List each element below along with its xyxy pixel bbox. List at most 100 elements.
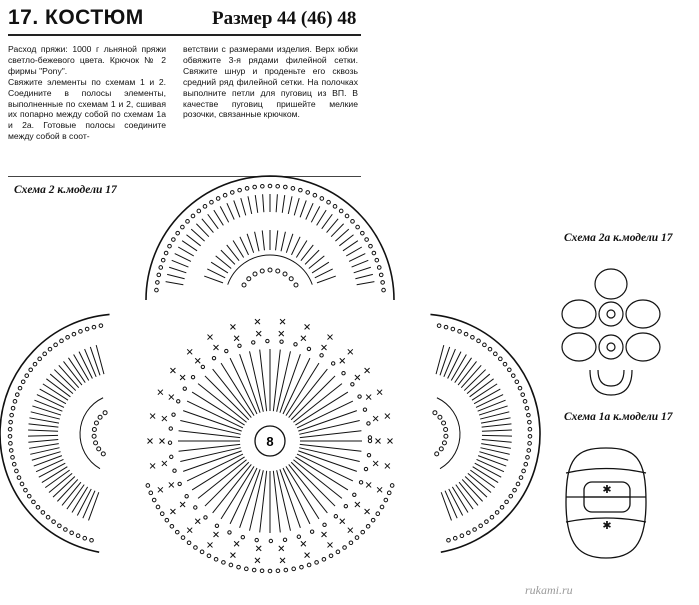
right-lobe-core-dot xyxy=(434,451,440,457)
left-lobe-stitch xyxy=(52,476,76,498)
top-lobe-chain-dot xyxy=(374,257,380,263)
bottom-chain-dot xyxy=(169,523,175,529)
center-outer-single-crochet xyxy=(149,463,156,469)
right-lobe-stitch xyxy=(447,351,462,379)
left-lobe-stitch xyxy=(42,383,69,401)
left-lobe-stitch xyxy=(28,439,59,443)
finishing-paragraph: ветствии с размерами изделия. Верх юбки … xyxy=(183,44,358,120)
center-stitch xyxy=(182,410,242,432)
left-lobe-stitch xyxy=(82,490,96,519)
center-outer-single-crochet xyxy=(364,508,370,515)
bottom-chain-dot xyxy=(159,511,165,516)
top-lobe-chain-dot xyxy=(312,192,318,198)
flower-dot-upper xyxy=(606,309,616,319)
right-lobe-chain-dot xyxy=(512,487,517,493)
right-lobe-chain-dot xyxy=(443,324,449,330)
center-stitch xyxy=(290,375,336,421)
top-lobe-chain-dot xyxy=(185,219,190,224)
center-outer-single-crochet xyxy=(230,324,236,330)
center-ring-dot xyxy=(366,421,371,426)
star-icon-upper: ✱ xyxy=(602,483,611,496)
left-lobe-stitch xyxy=(29,443,59,449)
left-lobe-stitch xyxy=(35,458,64,473)
top-lobe-chain-dot xyxy=(215,196,221,201)
left-lobe-chain-dot xyxy=(59,338,64,344)
center-outer-single-crochet xyxy=(279,557,286,564)
top-lobe-stitch xyxy=(299,200,307,218)
top-lobe-inner-stitch xyxy=(275,230,279,251)
left-lobe-chain-dot xyxy=(84,326,90,332)
scheme-2a-diagram xyxy=(561,268,661,396)
center-ring-dot xyxy=(330,361,336,366)
center-ring-dot xyxy=(362,407,368,412)
top-lobe-stitch xyxy=(201,218,214,233)
right-lobe-core-dot xyxy=(438,446,444,452)
center-stitch xyxy=(197,459,247,499)
top-lobe-inner-stitch xyxy=(254,231,260,252)
bottom-chain-dot xyxy=(251,567,257,573)
center-stitch xyxy=(220,466,255,520)
right-lobe-chain-dot xyxy=(526,412,531,418)
right-lobe-chain-dot xyxy=(524,405,530,411)
center-stitch xyxy=(295,391,349,426)
top-lobe-chain-dot xyxy=(283,184,288,190)
center-single-crochet xyxy=(168,482,175,488)
top-lobe-chain-dot xyxy=(290,186,296,191)
top-lobe-inner-stitch xyxy=(291,236,301,256)
bottom-chain-dot xyxy=(186,540,192,546)
center-stitch xyxy=(299,420,360,435)
right-lobe-chain-dot xyxy=(522,399,528,404)
bottom-chain-dot xyxy=(228,562,234,568)
top-lobe-chain-dot xyxy=(222,192,228,198)
right-lobe-stitch xyxy=(450,354,467,381)
right-lobe-chain-dot xyxy=(510,373,516,378)
instructions-column-2: ветствии с размерами изделия. Верх юбки … xyxy=(183,44,358,120)
scheme-2-diagram xyxy=(0,175,541,574)
right-lobe-stitch xyxy=(454,357,472,383)
flower-petal-right-lower xyxy=(625,332,661,362)
center-outer-single-crochet xyxy=(186,348,193,355)
right-lobe-chain-dot xyxy=(527,433,533,439)
right-lobe-core-dot xyxy=(441,420,447,426)
right-lobe-chain-dot xyxy=(523,461,529,467)
top-lobe-chain-dot xyxy=(368,243,373,249)
right-lobe-core-dot xyxy=(443,426,449,432)
bottom-chain-dot xyxy=(370,517,376,523)
center-stitch xyxy=(285,466,320,520)
center-outer-single-crochet xyxy=(347,348,354,355)
flower-tail-inner xyxy=(597,369,625,387)
top-lobe-stitch xyxy=(190,228,205,242)
left-lobe-chain-dot xyxy=(20,379,26,385)
center-outer-single-crochet xyxy=(207,334,213,340)
center-single-crochet xyxy=(372,460,379,467)
center-stitch xyxy=(296,453,354,482)
center-stitch xyxy=(178,430,241,439)
right-lobe-stitch xyxy=(461,479,483,502)
right-lobe-stitch xyxy=(475,394,504,408)
center-stitch xyxy=(299,447,360,462)
center-stitch xyxy=(295,456,349,491)
top-lobe-chain-dot xyxy=(305,190,311,195)
center-single-crochet xyxy=(161,460,168,467)
center-outer-single-crochet xyxy=(279,318,286,325)
top-lobe-chain-dot xyxy=(260,183,265,189)
right-lobe-core-dot xyxy=(443,433,449,439)
left-lobe-stitch xyxy=(32,405,62,416)
left-lobe-stitch xyxy=(48,473,73,493)
right-lobe-stitch xyxy=(463,369,486,391)
center-stitch xyxy=(288,368,328,418)
bottom-chain-dot xyxy=(155,504,161,510)
top-lobe-chain-dot xyxy=(237,187,242,193)
right-lobe-chain-dot xyxy=(515,481,521,487)
top-lobe-stitch xyxy=(169,266,187,274)
bottom-chain-dot xyxy=(348,540,354,546)
center-single-crochet xyxy=(194,518,201,525)
right-lobe-stitch xyxy=(478,405,508,416)
top-lobe-stitch xyxy=(213,209,224,226)
center-stitch xyxy=(279,353,301,413)
flower-petal-top xyxy=(594,268,628,300)
left-lobe-chain-dot xyxy=(26,493,32,499)
right-lobe-stitch xyxy=(481,423,512,428)
center-single-crochet xyxy=(168,394,175,400)
flower-petal-left-upper xyxy=(561,299,597,329)
